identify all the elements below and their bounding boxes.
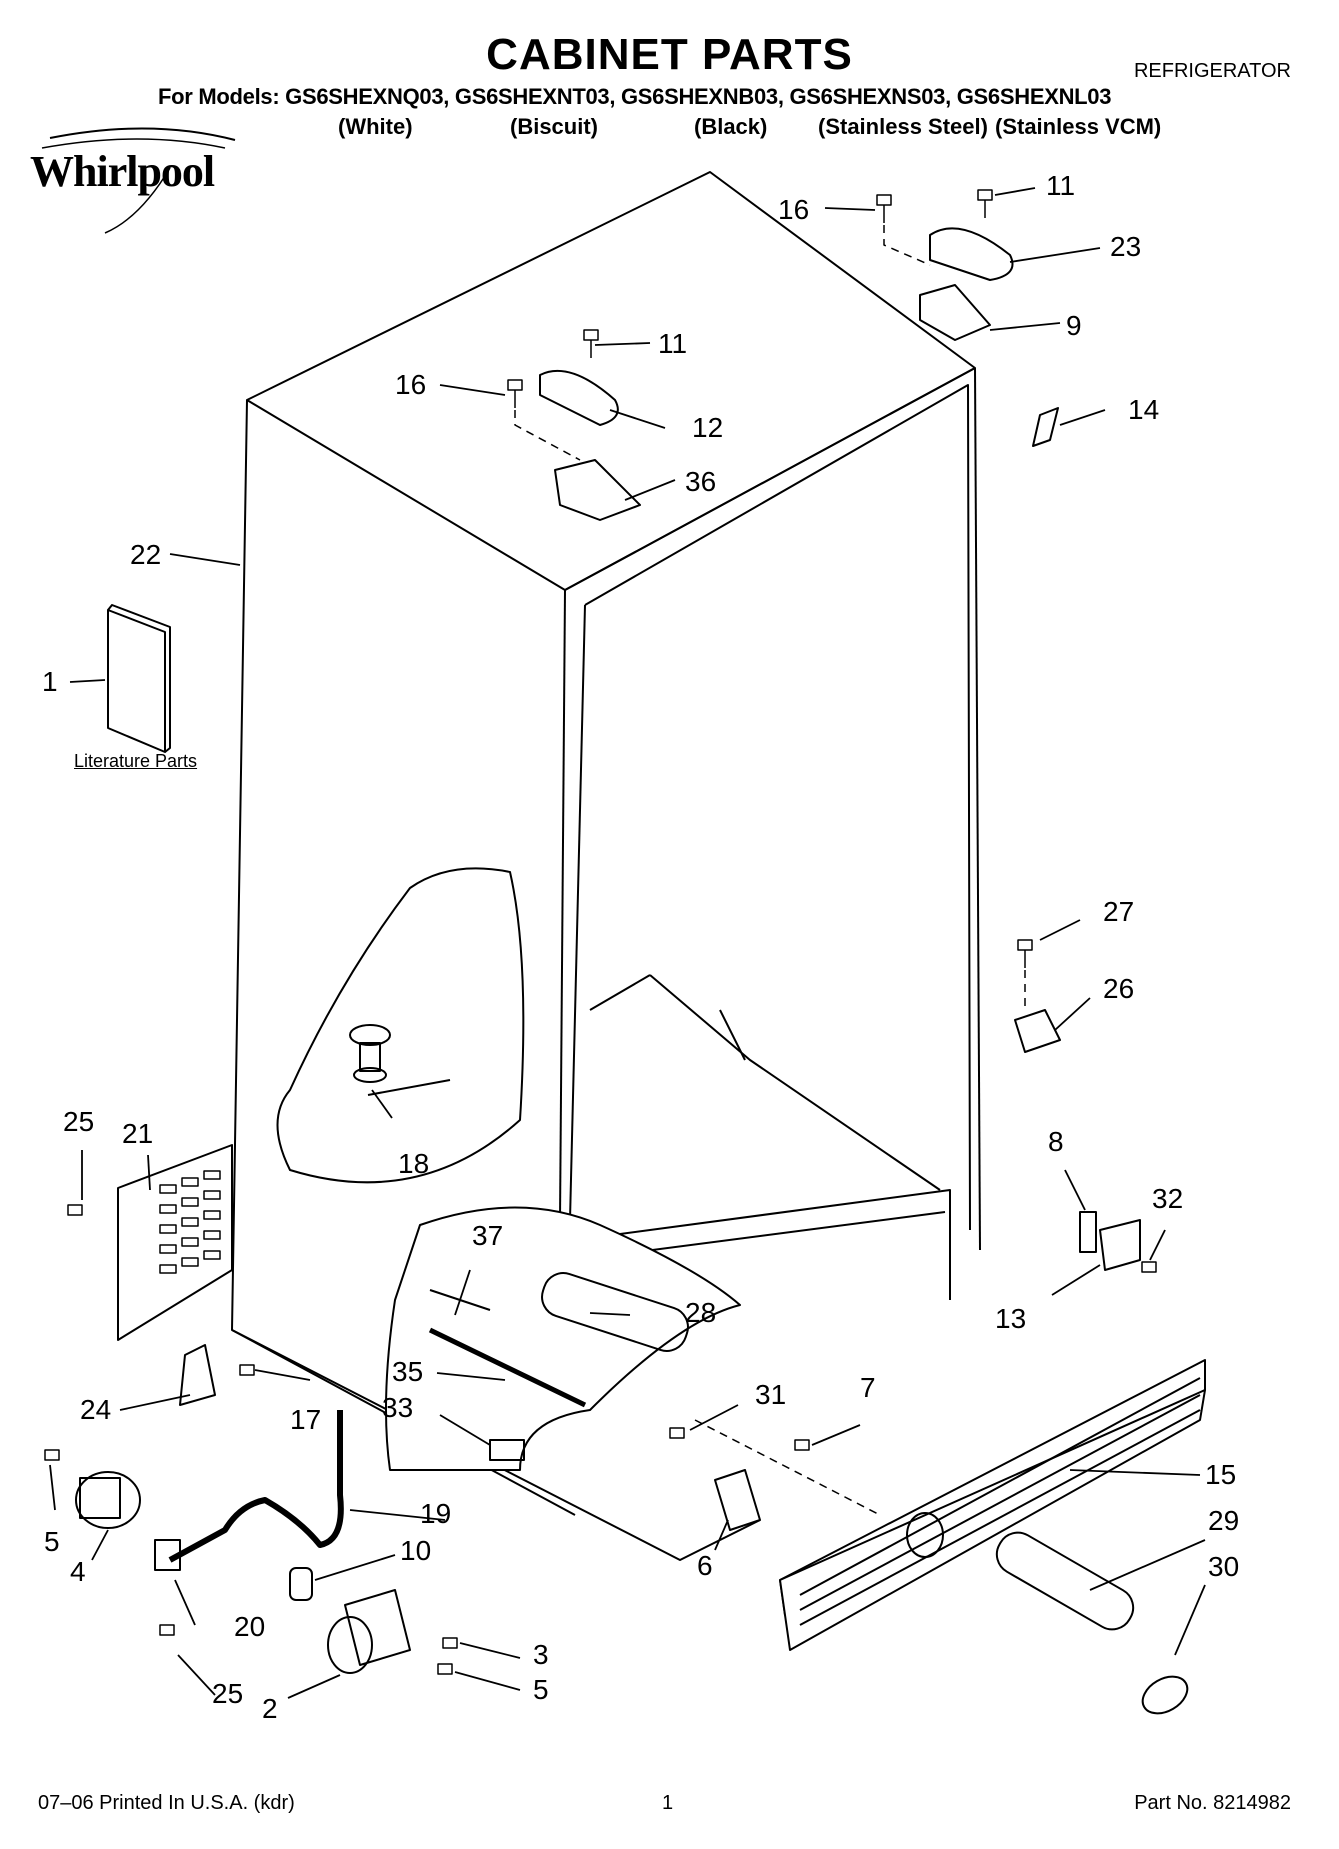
callout-16b: 16 [395,369,427,400]
callout-4: 4 [70,1556,86,1587]
appliance-type: REFRIGERATOR [1133,60,1291,82]
callout-28: 28 [685,1297,717,1328]
hinge-36 [554,459,641,521]
hinge-cover-23 [929,227,1014,281]
color-biscuit: (Biscuit) [510,114,598,139]
page-title: CABINET PARTS [486,30,853,79]
callout-8: 8 [1048,1126,1064,1157]
water-valve-28 [541,1272,689,1352]
clip-20 [154,1539,181,1571]
callout-22: 22 [130,539,162,570]
callout-24: 24 [80,1394,112,1425]
callout-19: 19 [420,1498,452,1529]
filter-cap-30 [1141,1675,1189,1715]
water-filter-29 [995,1531,1135,1631]
callout-14: 14 [1128,394,1160,425]
callout-37: 37 [472,1220,504,1251]
callout-30: 30 [1208,1551,1240,1582]
callout-6: 6 [697,1550,713,1581]
callout-25b: 25 [212,1678,244,1709]
callout-17: 17 [290,1404,322,1435]
footer-part-number: Part No. 8214982 [1134,1792,1291,1814]
callout-5a: 5 [44,1526,60,1557]
footer-page-number: 1 [662,1792,674,1814]
alignment-lines [514,225,1026,1516]
whirlpool-logo [41,127,236,234]
hinge-13 [1099,1219,1141,1271]
callout-5b: 5 [533,1674,549,1705]
callout-10: 10 [400,1535,432,1566]
callout-1: 1 [42,666,58,697]
color-black: (Black) [694,114,768,139]
bracket-8 [1079,1211,1097,1253]
callout-32: 32 [1152,1183,1184,1214]
callout-11a: 11 [1046,170,1076,201]
clip-33 [489,1439,525,1461]
clip-10 [289,1567,313,1601]
tube-35 [428,1327,587,1408]
grille-21 [117,1144,233,1341]
callout-27: 27 [1103,896,1135,927]
callout-11b: 11 [658,328,688,359]
callout-35: 35 [392,1356,424,1387]
water-tube-19 [168,1410,344,1563]
leader-lines [49,187,1206,1699]
literature-parts-label: Literature Parts [74,751,198,771]
callout-23: 23 [1110,231,1142,262]
callout-36: 36 [685,466,717,497]
callout-15: 15 [1205,1459,1237,1490]
bracket-6 [714,1469,761,1531]
callout-12: 12 [692,412,724,443]
brand-logo-text: Whirlpool [30,147,215,196]
hinge-cover-12 [539,369,619,426]
color-stainless-steel: (Stainless Steel) [818,114,988,139]
callout-16a: 16 [778,194,810,225]
callout-26: 26 [1103,973,1135,1004]
callout-2: 2 [262,1693,278,1724]
hinge-2 [344,1589,411,1666]
drain-fitting-18 [349,1024,391,1046]
shim-14 [1032,407,1059,447]
hinge-4 [75,1471,141,1529]
color-stainless-vcm: (Stainless VCM) [995,114,1162,139]
callout-7: 7 [860,1372,876,1403]
callout-21: 21 [122,1118,154,1149]
footer-printed: 07–06 Printed In U.S.A. (kdr) [38,1792,295,1814]
callout-20: 20 [234,1611,266,1642]
callout-33: 33 [382,1392,414,1423]
bracket-26 [1014,1009,1061,1053]
callout-25a: 25 [63,1106,95,1137]
callout-18: 18 [398,1148,430,1179]
color-white: (White) [338,114,413,139]
callout-9: 9 [1066,310,1082,341]
literature-book-1 [107,609,166,753]
callout-29: 29 [1208,1505,1240,1536]
models-line: For Models: GS6SHEXNQ03, GS6SHEXNT03, GS… [158,84,1112,109]
callout-31: 31 [755,1379,787,1410]
cutaway-valve [385,1206,741,1471]
bracket-24 [179,1344,216,1406]
base-grille-15 [779,1359,1206,1651]
callout-13: 13 [995,1303,1027,1334]
screws [44,189,1157,1675]
cutaway-panel [276,867,525,1184]
callout-3: 3 [533,1639,549,1670]
hinge-9 [919,284,991,341]
